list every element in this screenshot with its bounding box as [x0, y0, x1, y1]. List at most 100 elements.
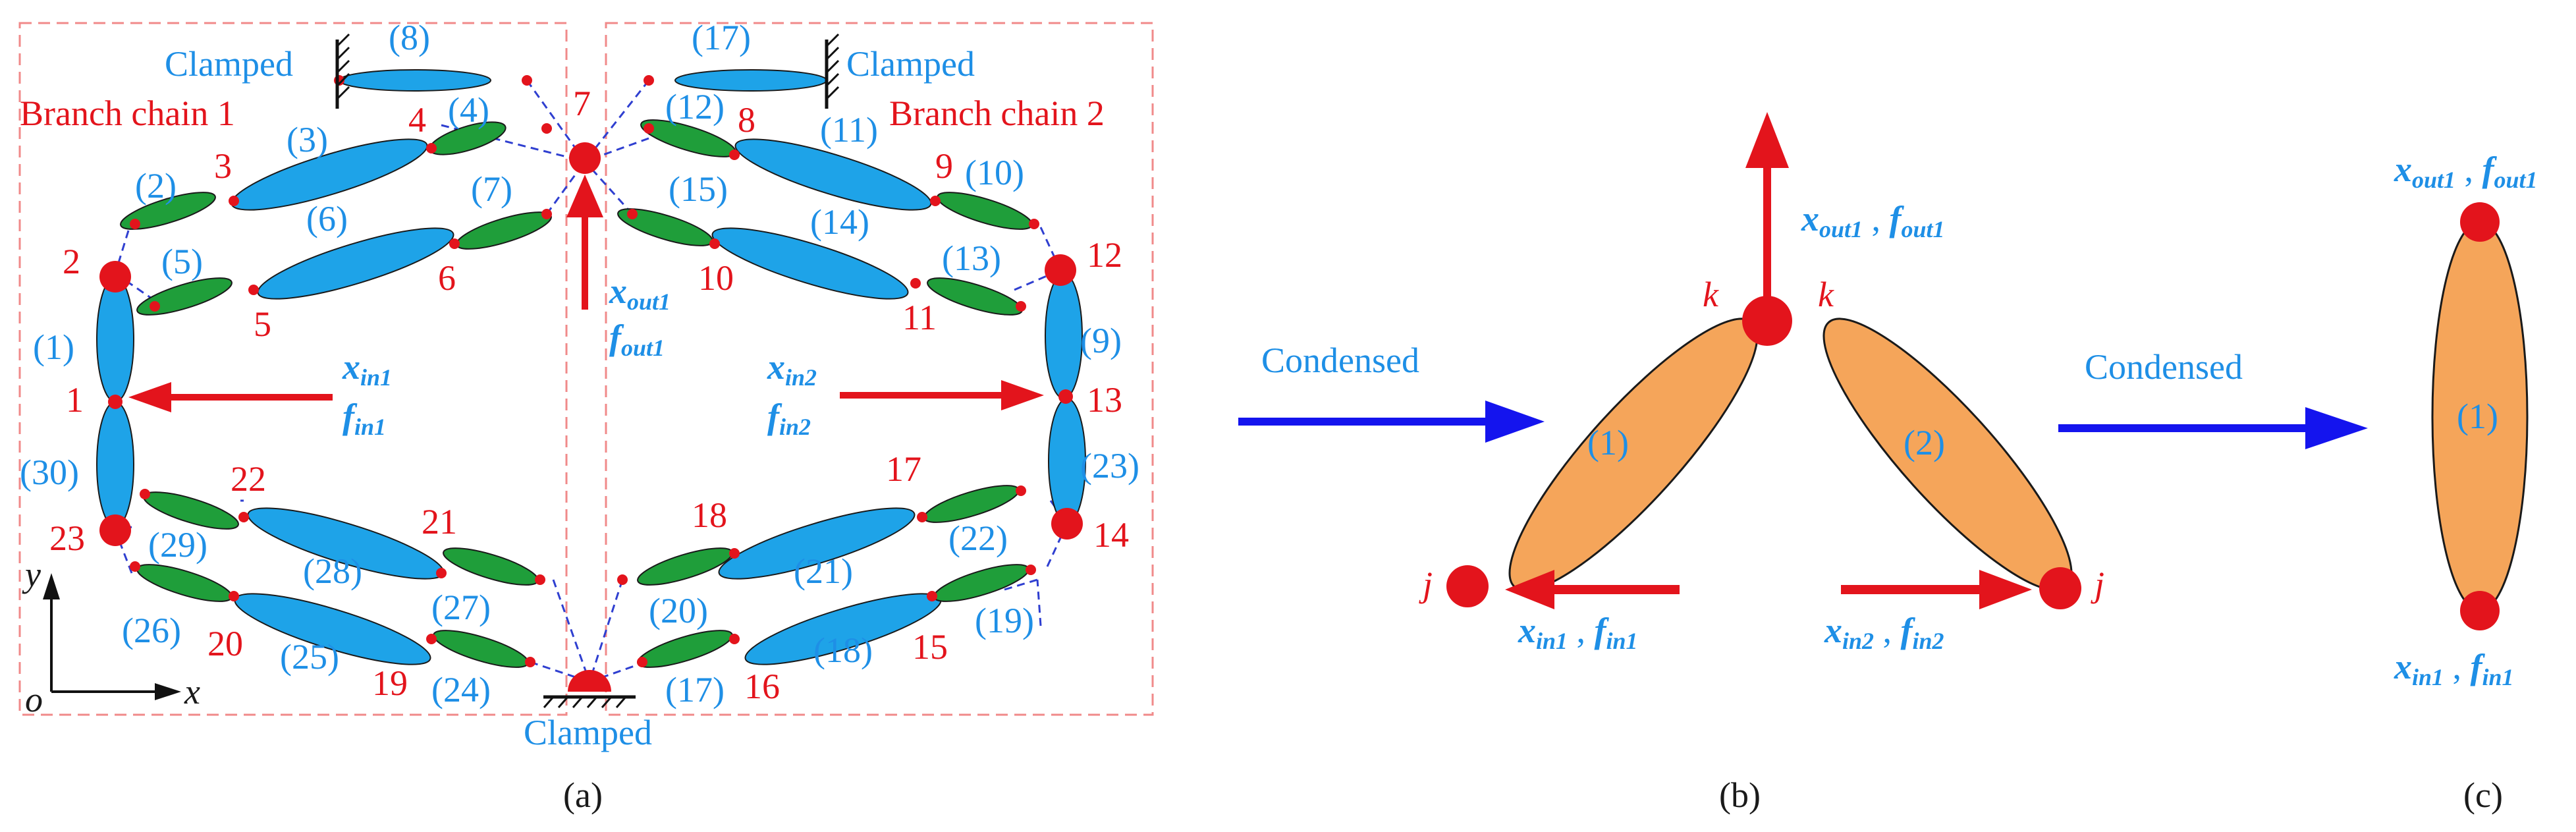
out-label-x: xout1 — [609, 271, 671, 315]
k-label-right: k — [1818, 275, 1834, 314]
link-label: (26) — [122, 611, 181, 650]
link-label: (12) — [665, 87, 725, 126]
link-label: (25) — [280, 637, 339, 677]
node-label: 13 — [1087, 380, 1122, 420]
node-label: 16 — [744, 667, 780, 706]
node-label: 2 — [63, 242, 80, 281]
link-label: (21) — [794, 551, 853, 591]
link-label: (9) — [1080, 321, 1122, 360]
node-label: 3 — [214, 146, 232, 186]
j-label-right: j — [2091, 565, 2104, 604]
link-label: (22) — [948, 518, 1008, 558]
node-label: 9 — [935, 146, 953, 186]
in1-label-b: xin1 , fin1 — [1518, 611, 1638, 654]
branch-chain-1-label: Branch chain 1 — [20, 94, 235, 133]
node-label: 12 — [1087, 235, 1122, 275]
node-label: 19 — [372, 663, 408, 703]
node-labels: 1 2 3 4 5 6 7 8 9 10 11 12 13 14 15 16 1… — [49, 84, 1129, 706]
node-label: 7 — [573, 84, 591, 123]
link-b1 — [1508, 318, 1759, 592]
link-b1-label: (1) — [1587, 423, 1629, 462]
panel-b: Condensed k k j j (1) (2) (b) xout1 , fo… — [1238, 112, 2104, 815]
axis-o-label: o — [25, 680, 43, 719]
link-label: (17) — [692, 18, 751, 57]
link-label: (4) — [448, 90, 489, 130]
clamped-bottom-label: Clamped — [524, 713, 652, 752]
link-label: (11) — [820, 110, 878, 150]
node-label: 18 — [692, 495, 727, 535]
link-label: (24) — [431, 670, 491, 709]
node-label: 20 — [207, 624, 243, 663]
node-label: 10 — [698, 258, 734, 298]
in2-label-x: xin2 — [767, 347, 817, 391]
condensed-label-2: Condensed — [2085, 347, 2243, 387]
node-label: 17 — [886, 449, 921, 489]
link-label: (30) — [20, 453, 79, 492]
link-c1-label: (1) — [2457, 397, 2498, 436]
link-b2-label: (2) — [1904, 423, 1945, 462]
clamped-right-label: Clamped — [846, 44, 975, 84]
condensed-arrowhead-2 — [2305, 407, 2368, 449]
in2-label-b: xin2 , fin2 — [1824, 611, 1944, 654]
in2-arrowhead-b — [1979, 570, 2032, 609]
in1-label-f: fin1 — [343, 397, 386, 440]
clamped-left-label: Clamped — [165, 44, 293, 84]
in1-label-x: xin1 — [342, 347, 392, 391]
node-label: 15 — [912, 627, 948, 667]
node-label: 8 — [738, 100, 755, 140]
node-label: 21 — [422, 502, 457, 541]
link-label: (6) — [306, 199, 348, 238]
link-label: (18) — [813, 630, 873, 670]
link-label: (17) — [665, 670, 725, 709]
link-label: (2) — [135, 166, 177, 206]
link-label: (20) — [649, 591, 708, 630]
condensed-arrowhead-1 — [1485, 401, 1545, 443]
axis-y-label: y — [22, 555, 41, 594]
branch-chain-1-box — [18, 22, 568, 716]
out-label-f: fout1 — [609, 318, 665, 361]
node-label: 4 — [408, 100, 426, 140]
coordinate-axes — [43, 573, 181, 700]
link-label: (27) — [431, 588, 491, 627]
link-label: (1) — [33, 327, 74, 367]
node-label: 6 — [438, 258, 456, 298]
link-label: (5) — [161, 242, 203, 281]
axis-x-label: x — [184, 672, 200, 711]
node-c-bottom — [2460, 591, 2500, 630]
caption-c: (c) — [2463, 775, 2503, 815]
link-label: (15) — [669, 169, 728, 209]
caption-b: (b) — [1719, 775, 1761, 815]
out-label-c: xout1 , fout1 — [2394, 150, 2538, 193]
link-label: (13) — [942, 238, 1001, 278]
link-label: (29) — [148, 525, 207, 565]
in2-label-f: fin2 — [767, 397, 811, 440]
link-label: (3) — [287, 120, 328, 159]
in1-label-c: xin1 , fin1 — [2394, 647, 2514, 690]
node-j-left — [1446, 565, 1489, 607]
link-labels: (1) (2) (3) (4) (5) (6) (7) (8) (9) (10)… — [20, 18, 1139, 709]
out-label-b: xout1 , fout1 — [1801, 199, 1945, 242]
branch-chain-2-label: Branch chain 2 — [889, 94, 1105, 133]
node-j-right — [2039, 567, 2081, 609]
out-arrowhead-b — [1745, 112, 1789, 168]
panel-c: Condensed (1) (c) xout1 , fout1 xin1 , f… — [2058, 150, 2538, 815]
panel-a: Branch chain 1 Branch chain 2 Clamped Cl… — [18, 18, 1154, 815]
link-label: (19) — [975, 601, 1034, 640]
caption-a: (a) — [563, 775, 603, 815]
j-label-left: j — [1419, 565, 1433, 604]
condensed-label-1: Condensed — [1261, 341, 1419, 380]
blue-links — [96, 69, 1086, 665]
node-label: 22 — [231, 459, 266, 499]
node-k — [1742, 296, 1792, 346]
in1-arrowhead-b — [1505, 570, 1554, 609]
link-label: (10) — [965, 153, 1024, 192]
node-label: 5 — [254, 304, 271, 344]
node-label: 23 — [49, 518, 85, 558]
clamp-hatches — [335, 33, 840, 708]
node-label: 11 — [902, 298, 937, 337]
big-joints — [99, 142, 1083, 692]
link-label: (14) — [810, 202, 869, 242]
small-joints — [108, 75, 1073, 667]
